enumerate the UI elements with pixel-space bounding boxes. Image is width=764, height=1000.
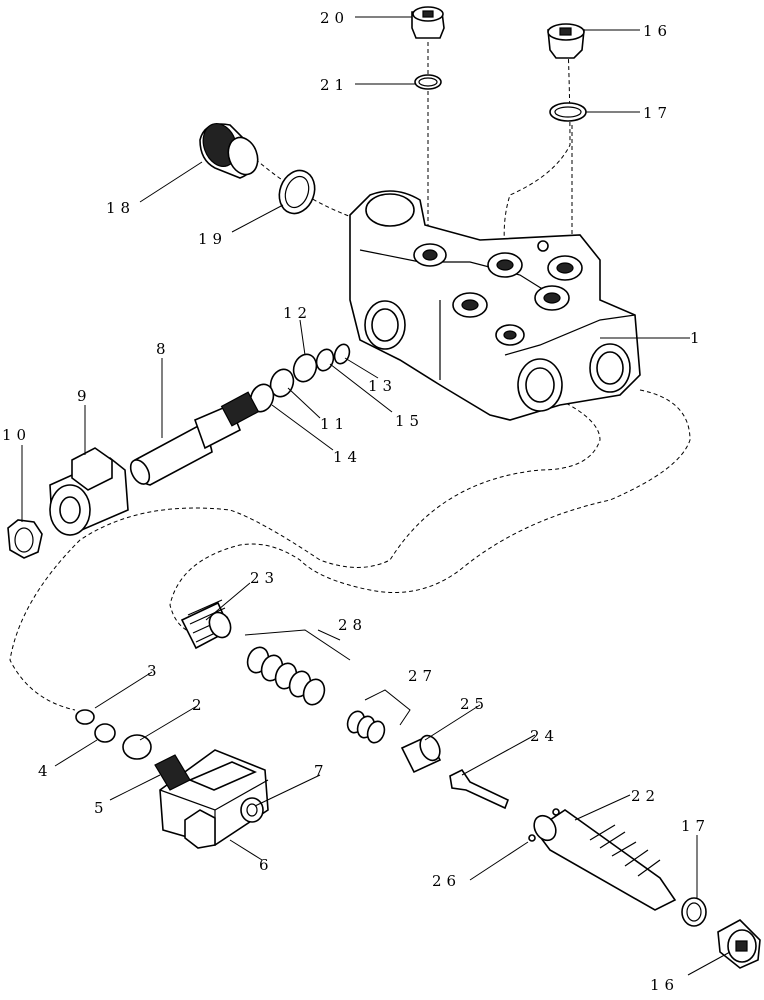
nut-part-10 [7,519,43,559]
callout-20-top: 20 [320,9,349,27]
o-ring-part-17-top [549,102,587,122]
callout-4: 4 [38,762,53,780]
callout-8: 8 [156,340,171,358]
callout-6: 6 [259,856,274,874]
o-ring-part-19 [278,169,316,215]
spring-part-23 [180,599,232,650]
callout-7: 7 [314,762,329,780]
callout-10: 10 [2,426,31,444]
callout-16-bottom: 16 [650,976,679,994]
callout-17-top: 17 [643,104,672,122]
solenoid-valve-part-6 [159,749,269,849]
callout-23: 23 [250,569,279,587]
spool-part-22 [533,808,677,911]
callout-5: 5 [94,799,109,817]
callout-17-bottom: 17 [681,817,710,835]
plug-part-20 [411,6,445,39]
valve-body-part-1 [349,190,641,421]
callout-1: 1 [690,329,705,347]
plug-part-16-bottom [717,919,761,969]
sleeve-part-25 [400,734,442,774]
callout-19: 19 [198,230,227,248]
callout-18: 18 [106,199,135,217]
ring-set-parts-11-15 [249,343,351,413]
callout-25: 25 [460,695,489,713]
o-ring-part-21 [414,74,442,90]
callout-21: 21 [320,76,349,94]
callout-2: 2 [192,696,207,714]
callout-15: 15 [395,412,424,430]
callout-12: 12 [283,304,312,322]
callout-28: 28 [338,616,367,634]
pin-part-24 [449,768,510,810]
valve-stem-part-5 [154,754,191,791]
ring-stack-part-27 [346,710,386,744]
ring-stack-part-28 [246,646,326,706]
callout-24: 24 [530,727,559,745]
callout-22: 22 [631,787,660,805]
callout-13: 13 [368,377,397,395]
o-rings-parts-2-4 [75,709,152,760]
callout-3: 3 [147,662,162,680]
callout-26: 26 [432,872,461,890]
o-ring-part-17-bottom [681,897,707,927]
solenoid-coil-part-9 [49,447,129,536]
nut-part-7 [240,797,264,823]
callout-9: 9 [77,387,92,405]
leader-lines [21,16,731,976]
plug-part-18 [199,123,259,179]
ball-part-26 [528,834,536,842]
plug-part-16-top [547,23,585,59]
callout-labels: 20 16 21 17 18 19 1 12 13 8 9 11 15 10 1… [2,9,710,994]
callout-16-top: 16 [643,22,672,40]
callout-14: 14 [333,448,362,466]
cartridge-part-8 [129,391,260,486]
callout-11: 11 [320,415,349,433]
callout-27: 27 [408,667,437,685]
